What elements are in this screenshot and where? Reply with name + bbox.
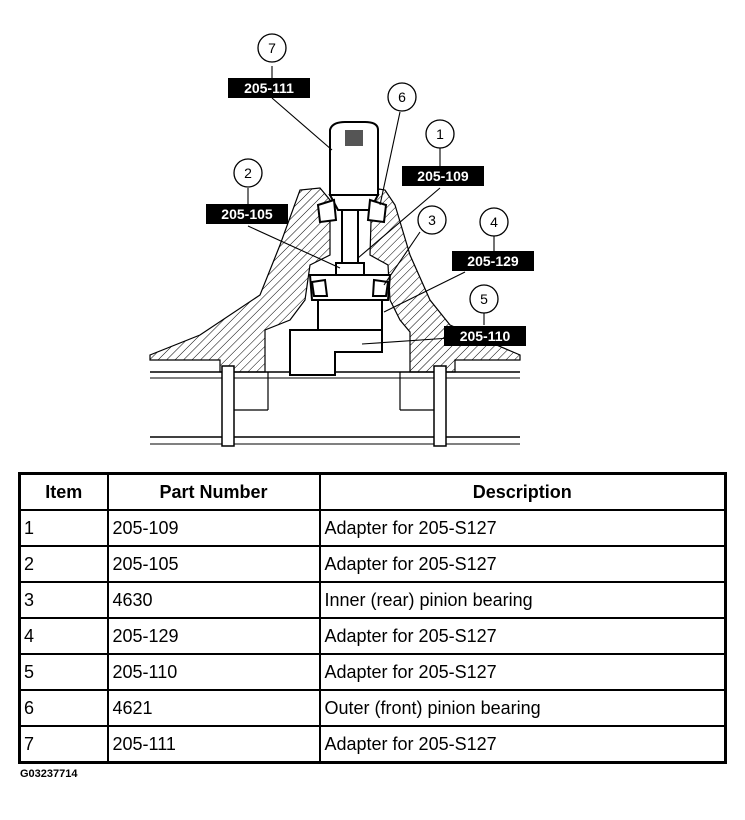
callout-4-number: 4	[490, 214, 498, 230]
table-header-row: Item Part Number Description	[18, 472, 727, 511]
adapter-205-105	[335, 262, 365, 276]
header-description: Description	[318, 472, 727, 511]
cell-description: Inner (rear) pinion bearing	[318, 581, 727, 619]
leader-6	[379, 111, 401, 206]
table-row: 1 205-109 Adapter for 205-S127	[18, 509, 727, 547]
callout-3: 3	[417, 205, 447, 235]
callout-6: 6	[387, 82, 417, 112]
cell-description: Outer (front) pinion bearing	[318, 689, 727, 727]
callout-1-number: 1	[436, 126, 444, 142]
callout-4-tag: 205-129	[467, 253, 519, 269]
leader-5	[361, 337, 451, 345]
callout-7-tag: 205-111	[244, 80, 294, 96]
cell-item: 2	[18, 545, 109, 583]
table-row: 7 205-111 Adapter for 205-S127	[18, 725, 727, 764]
cell-part-number: 205-109	[106, 509, 321, 547]
cell-description: Adapter for 205-S127	[318, 653, 727, 691]
cell-part-number: 205-105	[106, 545, 321, 583]
callout-5-number: 5	[480, 291, 488, 307]
inner-bearing-4630	[308, 274, 392, 301]
callout-4: 4 205-129	[452, 207, 534, 271]
cell-part-number: 205-129	[106, 617, 321, 655]
callout-3-number: 3	[428, 212, 436, 228]
cell-item: 4	[18, 617, 109, 655]
cell-item: 5	[18, 653, 109, 691]
header-part-number: Part Number	[106, 472, 321, 511]
table-row: 5 205-110 Adapter for 205-S127	[18, 653, 727, 691]
callout-1-tag: 205-109	[417, 168, 469, 184]
cell-part-number: 205-111	[106, 725, 321, 764]
carrier-case	[150, 365, 520, 447]
adapter-205-110	[289, 329, 383, 376]
cell-part-number: 205-110	[106, 653, 321, 691]
callout-7: 7 205-111	[228, 33, 310, 98]
cell-description: Adapter for 205-S127	[318, 545, 727, 583]
cell-description: Adapter for 205-S127	[318, 617, 727, 655]
leader-3	[383, 231, 421, 286]
cell-item: 7	[18, 725, 109, 764]
header-item: Item	[18, 472, 109, 511]
outer-bearing-4621	[316, 198, 388, 224]
callout-2-number: 2	[244, 165, 252, 181]
pinion-bearing-installation-diagram: 7 205-111 6 1 205-109 2 205-105 3 4 205-…	[149, 33, 534, 447]
callout-1: 1 205-109	[402, 119, 484, 186]
callout-5: 5 205-110	[444, 284, 526, 346]
cell-item: 1	[18, 509, 109, 547]
adapter-205-129	[317, 299, 383, 331]
leader-1	[357, 187, 441, 259]
callout-2: 2 205-105	[206, 158, 288, 224]
callout-5-tag: 205-110	[460, 328, 511, 344]
cell-item: 3	[18, 581, 109, 619]
figure-id: G03237714	[20, 768, 78, 780]
cell-part-number: 4621	[106, 689, 321, 727]
cell-description: Adapter for 205-S127	[318, 725, 727, 764]
leader-7	[271, 97, 333, 151]
callout-2-tag: 205-105	[221, 206, 273, 222]
parts-table: Item Part Number Description 1 205-109 A…	[18, 472, 727, 764]
tool-205-111	[328, 121, 380, 211]
table-row: 3 4630 Inner (rear) pinion bearing	[18, 581, 727, 619]
leader-4	[383, 271, 466, 313]
table-row: 2 205-105 Adapter for 205-S127	[18, 545, 727, 583]
table-row: 6 4621 Outer (front) pinion bearing	[18, 689, 727, 727]
cell-part-number: 4630	[106, 581, 321, 619]
cell-item: 6	[18, 689, 109, 727]
table-row: 4 205-129 Adapter for 205-S127	[18, 617, 727, 655]
leader-2	[247, 225, 341, 269]
callout-6-number: 6	[398, 89, 406, 105]
cell-description: Adapter for 205-S127	[318, 509, 727, 547]
callout-7-number: 7	[268, 40, 276, 56]
